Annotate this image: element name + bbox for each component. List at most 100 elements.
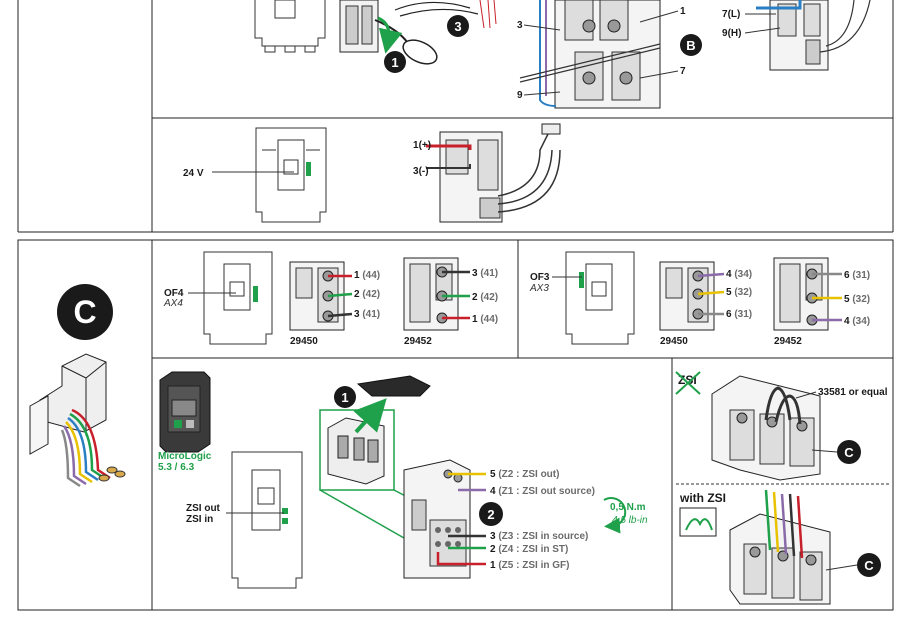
of3-b-num-2: 4 — [844, 316, 850, 327]
no-zsi-badge-c-label: C — [844, 445, 854, 460]
micrologic-label: MicroLogic — [158, 451, 212, 462]
zsi-in-marker — [282, 518, 288, 524]
zsi-term-num-0: 5 — [490, 469, 496, 480]
of3-a-code-1: (32) — [734, 287, 752, 298]
torque-indicator: 0,5 N.m 4.5 lb-in — [603, 497, 648, 534]
of3-a-code-0: (34) — [734, 269, 752, 280]
label-1: 1 — [680, 6, 686, 17]
badge-b-label: B — [686, 38, 695, 53]
cross-icon — [675, 371, 701, 395]
of3-a-num-0: 4 — [726, 269, 732, 280]
label-9h-suffix: (H) — [728, 28, 742, 39]
pin-3-label: 3(-) — [413, 166, 429, 177]
label-9: 9 — [517, 90, 523, 101]
of4-a-num-0: 1 — [354, 270, 360, 281]
top-module-with-screwdriver — [339, 0, 497, 65]
label-7l: 7(L) — [722, 9, 740, 20]
of4-ref-a: 29450 — [290, 336, 318, 347]
zsi-connector-illustration — [29, 353, 126, 488]
voltage-label: 24 V — [183, 168, 204, 179]
of4-b-num-0: 3 — [472, 268, 478, 279]
with-zsi-panel: with ZSI C — [679, 489, 881, 605]
section-c-letter: C — [73, 294, 96, 330]
zsi-terminal-labels: 5 (Z2 : ZSI out) 4 (Z1 : ZSI out source)… — [490, 469, 595, 571]
zsi-jumper-step: 1 — [319, 375, 437, 539]
of4-breaker-outline — [203, 251, 273, 345]
of4-b-label-0: 3 (41) — [472, 268, 498, 279]
of3-b-label-2: 4 (34) — [844, 316, 870, 327]
zsi-term-num-3: 2 — [490, 544, 496, 555]
supply-breaker-outline — [255, 127, 327, 223]
of3-subtitle: AX3 — [529, 283, 549, 294]
top-breaker-outline — [254, 0, 326, 53]
no-zsi-label: ZSI — [678, 373, 697, 387]
pin-1-label: 1(+) — [413, 140, 431, 151]
micrologic-breaker — [159, 371, 211, 453]
zsi-term-num-2: 3 — [490, 531, 496, 542]
pin-3-num: 3 — [413, 166, 419, 177]
zsi-term-desc-1: (Z1 : ZSI out source) — [498, 486, 595, 497]
zsi-out-label: ZSI out — [186, 503, 221, 514]
top-step-badges: 1 3 — [384, 15, 469, 73]
of3-a-code-2: (31) — [734, 309, 752, 320]
jumper-wire — [764, 386, 792, 421]
zsi-term-num-4: 1 — [490, 560, 496, 571]
zsi-term-label-3: 2 (Z4 : ZSI in ST) — [490, 544, 568, 555]
step-badge-3-label: 3 — [454, 19, 461, 34]
zsi-out-marker — [282, 508, 288, 514]
pin-1-suffix: (+) — [419, 140, 432, 151]
label-7l-num: 7 — [722, 9, 728, 20]
of3-a-label-2: 6 (31) — [726, 309, 752, 320]
step-badge-3 — [447, 15, 469, 37]
zsi-term-num-1: 4 — [490, 486, 496, 497]
of3-a-label-1: 5 (32) — [726, 287, 752, 298]
of4-a-code-2: (41) — [362, 309, 380, 320]
zsi-term-label-4: 1 (Z5 : ZSI in GF) — [490, 560, 569, 571]
of4-b-code-2: (44) — [480, 314, 498, 325]
of4-a-code-0: (44) — [362, 270, 380, 281]
of4-b-label-2: 1 (44) — [472, 314, 498, 325]
zsi-term-label-1: 4 (Z1 : ZSI out source) — [490, 486, 595, 497]
top-terminal-block — [519, 0, 661, 109]
of4-a-label-0: 1 (44) — [354, 270, 380, 281]
of3-ref-a: 29450 — [660, 336, 688, 347]
zsi-term-desc-4: (Z5 : ZSI in GF) — [498, 560, 569, 571]
of4-b-code-0: (41) — [480, 268, 498, 279]
no-zsi-badge-c — [837, 440, 861, 464]
of4-title: OF4 — [164, 288, 184, 299]
of3-ref-b: 29452 — [774, 336, 802, 347]
of4-subtitle: AX4 — [163, 298, 183, 309]
of3-breaker-outline — [565, 251, 635, 345]
of3-a-num-2: 6 — [726, 309, 732, 320]
torque-rotate-icon — [603, 497, 627, 534]
step-badge-1-label: 1 — [391, 55, 398, 70]
torque-value: 0,5 N.m — [610, 502, 646, 513]
zsi-term-desc-3: (Z4 : ZSI in ST) — [498, 544, 568, 555]
of3-b-num-1: 5 — [844, 294, 850, 305]
no-zsi-panel: ZSI 33581 or equal C — [675, 371, 888, 481]
section-c-badge: C — [57, 284, 113, 340]
jumper-ref: 33581 or equal — [818, 387, 888, 398]
step-badge-1 — [384, 51, 406, 73]
of4-a-num-2: 3 — [354, 309, 360, 320]
torque-imperial: 4.5 lb-in — [612, 515, 648, 526]
label-9h: 9(H) — [722, 28, 741, 39]
zsi-step-2-label: 2 — [487, 507, 494, 522]
of3-a-label-0: 4 (34) — [726, 269, 752, 280]
of3-b-code-0: (31) — [852, 270, 870, 281]
bottom-outer-frame — [17, 239, 894, 611]
of4-a-num-1: 2 — [354, 289, 360, 300]
supply-terminal-marker — [306, 162, 311, 176]
of3-module-a — [659, 261, 715, 331]
zsi-term-desc-0: (Z2 : ZSI out) — [498, 469, 559, 480]
label-9h-num: 9 — [722, 28, 728, 39]
of4-a-code-1: (42) — [362, 289, 380, 300]
of3-title: OF3 — [530, 272, 550, 283]
top-outer-frame — [17, 0, 894, 233]
of4-b-num-1: 2 — [472, 292, 478, 303]
of3-b-code-1: (32) — [852, 294, 870, 305]
zsi-term-label-2: 3 (Z3 : ZSI in source) — [490, 531, 588, 542]
with-zsi-badge-c-label: C — [864, 558, 874, 573]
zsi-step-1-badge — [334, 386, 356, 408]
